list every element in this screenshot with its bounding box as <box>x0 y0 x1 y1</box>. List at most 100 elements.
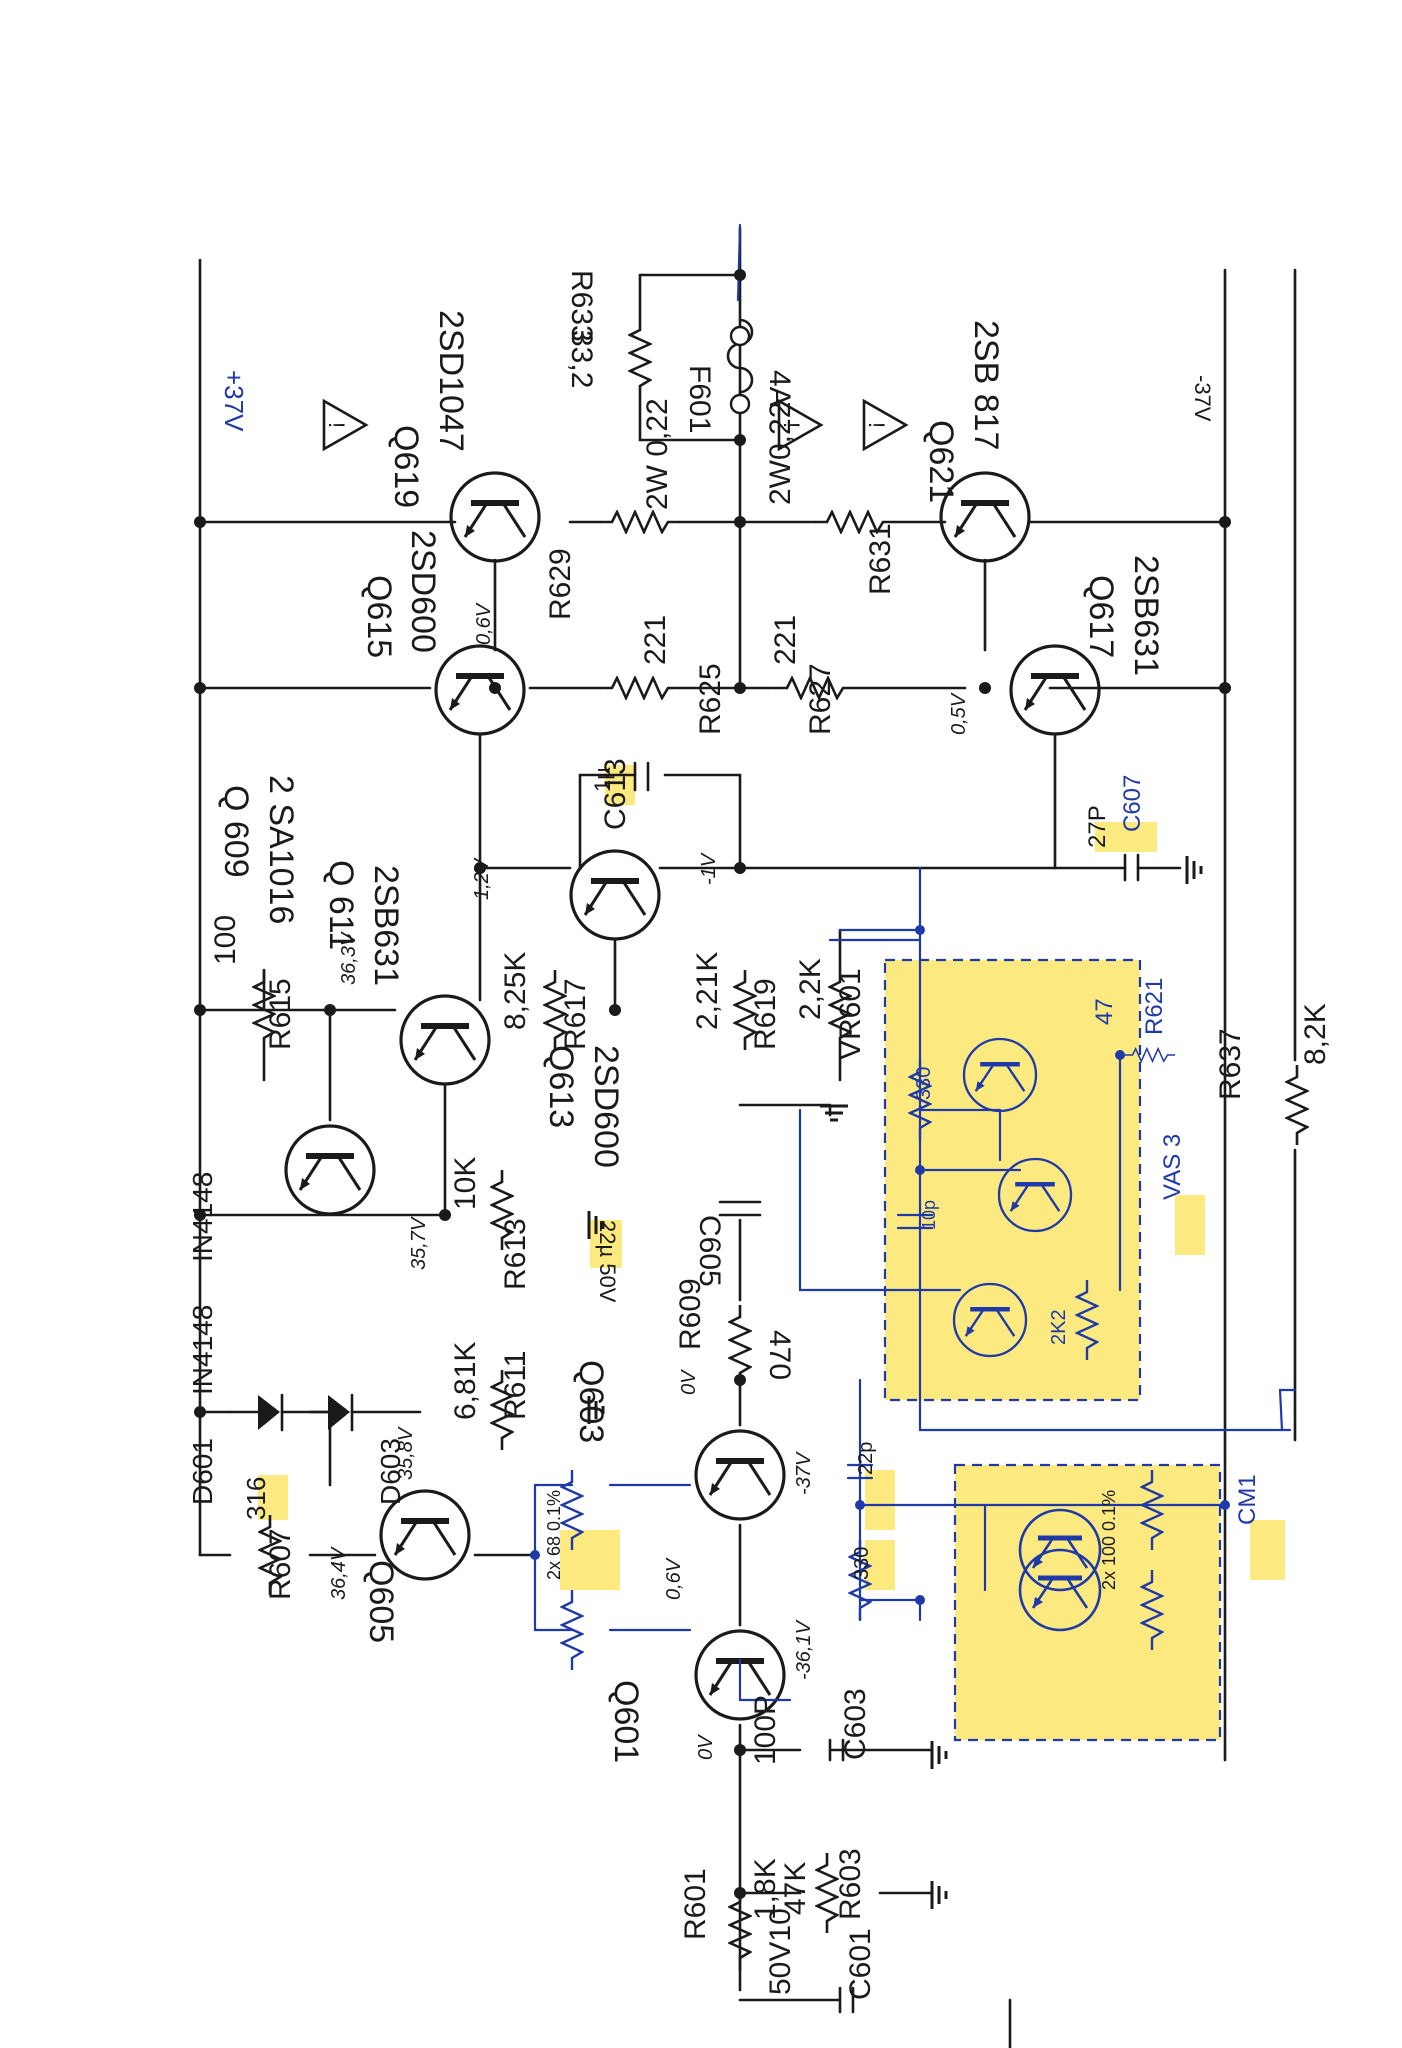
resistor-r601 <box>728 1890 752 1970</box>
q609-part: 2 SA1016 <box>262 775 300 924</box>
resistor-r629 <box>600 510 680 534</box>
r613-value: 10K <box>449 1157 482 1210</box>
r611-ref: R611 <box>499 1351 532 1421</box>
q615-part: 2SD600 <box>404 530 442 653</box>
r619-value: 2,21K <box>691 952 724 1030</box>
d601-part: IN4148 <box>187 1305 218 1395</box>
d601-ref: D601 <box>187 1438 218 1505</box>
capacitor-c613 <box>633 761 650 792</box>
r621-value: 47 <box>1091 998 1118 1025</box>
transistor-q603 <box>696 1431 784 1519</box>
q613-ref: Q613 <box>542 1045 580 1128</box>
capacitor-c601 <box>838 1986 855 2014</box>
r625-ref: R625 <box>694 663 727 735</box>
vas-r330-label: 330 <box>913 1067 935 1100</box>
r611-value: 6,81K <box>449 1342 482 1420</box>
r603-value: 47K <box>779 1862 812 1915</box>
c-add1-value: 22p <box>855 1442 877 1475</box>
transistor-q615 <box>436 646 524 734</box>
q621-part: 2SB 817 <box>967 320 1005 450</box>
r637-value: 8,2K <box>1299 1003 1332 1065</box>
ltp-res-highlight <box>560 1530 620 1590</box>
r615-value: 100 <box>209 915 242 965</box>
v-q601-e: -36,1V <box>793 1619 815 1680</box>
f601-ref: F601 <box>683 365 716 433</box>
c22p-highlight <box>865 1470 895 1530</box>
vas-label: VAS 3 <box>1159 1134 1186 1200</box>
r615-ref: R615 <box>264 978 297 1050</box>
d603-ref: D603 <box>375 1438 406 1505</box>
v-q603-b: 0V <box>678 1369 700 1395</box>
q603-ref: Q603 <box>572 1360 610 1443</box>
fuse-f601 <box>726 318 754 394</box>
cm-label: CM1 <box>1234 1474 1261 1525</box>
vas-r2k2-label: 2K2 <box>1048 1309 1070 1345</box>
q609-ref: Q 609 <box>217 785 255 878</box>
q615-ref: Q615 <box>360 575 398 658</box>
cm-res-label: 2x 100 0.1% <box>1099 1490 1119 1590</box>
warning-triangle-q619: ! <box>322 398 369 452</box>
c601-ref: C601 <box>844 1928 877 2000</box>
r627-value: 221 <box>769 615 802 665</box>
q617-ref: Q617 <box>1082 575 1120 658</box>
transistor-q613 <box>571 851 659 939</box>
r633-value: 33,2 <box>565 330 598 388</box>
svg-text:!: ! <box>779 422 804 428</box>
c603-value: 100P <box>749 1695 782 1765</box>
r330b-label: 330 <box>851 1547 873 1580</box>
q621-ref: Q621 <box>922 420 960 503</box>
c613-ref: C613 <box>599 758 632 830</box>
v-q615-e: 0,6V <box>473 602 495 645</box>
vas-highlight <box>885 960 1140 1400</box>
cm-label-highlight <box>1250 1520 1285 1580</box>
vas-box <box>883 958 1142 1402</box>
r637-ref: R637 <box>1214 1028 1247 1100</box>
resistor-r609 <box>728 1305 752 1385</box>
c607-ref: C607 <box>1119 775 1146 832</box>
r619-ref: R619 <box>749 978 782 1050</box>
svg-text:!: ! <box>324 422 349 428</box>
r627-ref: R627 <box>804 663 837 735</box>
c613-highlight <box>605 765 635 805</box>
resistor-r633 <box>628 318 652 398</box>
v-q603-e: -37V <box>793 1451 815 1495</box>
r601-value: 1,8K <box>749 1858 782 1920</box>
c605-value: 22µ 50V <box>595 1220 620 1303</box>
v-q617-e: 0,5V <box>948 692 970 735</box>
c605-ref: C605 <box>693 1215 726 1287</box>
capacitor-c603 <box>828 1738 845 1762</box>
c607-value: 27P <box>1084 805 1111 848</box>
resistor-r637 <box>1285 1063 1309 1147</box>
q611-part: 2SB631 <box>367 865 405 986</box>
r607-highlight <box>258 1475 288 1520</box>
r609-ref: R609 <box>674 1278 707 1350</box>
rail-positive-label: +37V <box>219 370 249 432</box>
svg-text:!: ! <box>864 422 889 428</box>
r631-value: 2W0,22 <box>764 402 797 505</box>
q601-ref: Q601 <box>607 1680 645 1763</box>
v-q613-e: -1V <box>698 852 720 885</box>
r629-ref: R629 <box>544 548 577 620</box>
c607-highlight <box>1095 822 1157 852</box>
r607-ref: R607 <box>264 1528 297 1600</box>
q611-ref: Q 611 <box>322 860 360 950</box>
r607-value: 316 <box>241 1477 271 1520</box>
r625-value: 221 <box>639 615 672 665</box>
capacitor-c605 <box>718 1200 762 1217</box>
v-q605-e: 35,8V <box>395 1426 417 1480</box>
c603-ref: C603 <box>839 1688 872 1760</box>
q619-part: 2SD1047 <box>432 310 470 452</box>
r613-ref: R613 <box>499 1218 532 1290</box>
v-q609-b: 36,3V <box>338 931 360 985</box>
transistor-q609 <box>286 1126 374 1214</box>
warning-triangle-q621: ! <box>862 398 909 452</box>
vr601-ref: VR601 <box>834 968 867 1060</box>
ltp-res-label: 2x 68 0.1% <box>544 1490 564 1580</box>
q613-part: 2SD600 <box>587 1045 625 1168</box>
f601-value: 4A <box>763 370 796 407</box>
r633-ref: R633 <box>565 270 598 342</box>
transistor-q617 <box>1011 646 1099 734</box>
diode-d601 <box>258 1393 284 1432</box>
vr601-value: 2,2K <box>794 958 827 1020</box>
